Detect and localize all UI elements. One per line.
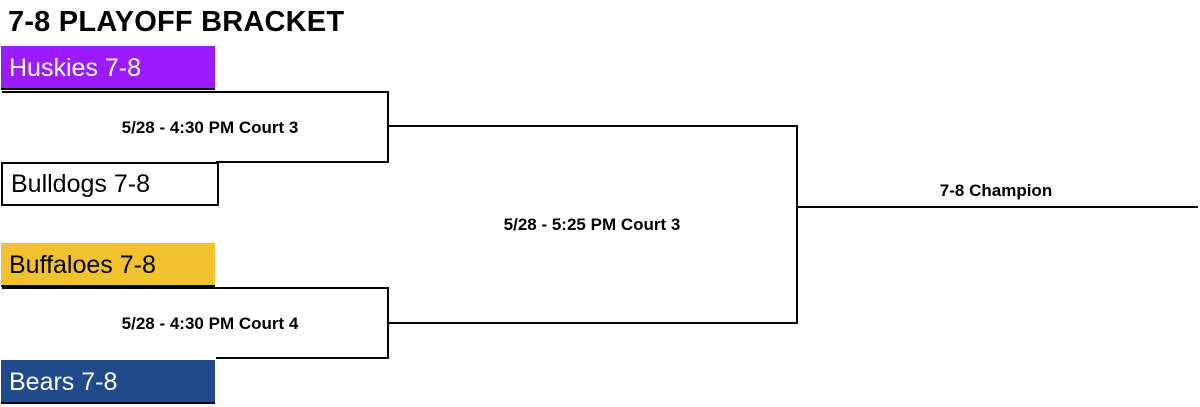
bracket-title: 7-8 PLAYOFF BRACKET	[8, 6, 345, 38]
final-connector	[388, 125, 798, 324]
team-slot-huskies: Huskies 7-8	[1, 46, 215, 90]
team-name: Huskies 7-8	[9, 54, 141, 82]
semifinal-1-label: 5/28 - 4:30 PM Court 3	[121, 118, 299, 137]
team-slot-buffaloes: Buffaloes 7-8	[1, 243, 215, 287]
team-name: Bulldogs 7-8	[11, 170, 150, 198]
team-slot-bears: Bears 7-8	[1, 360, 215, 404]
semifinal-2-label: 5/28 - 4:30 PM Court 4	[121, 314, 299, 333]
final-label: 5/28 - 5:25 PM Court 3	[503, 215, 681, 234]
team-name: Bears 7-8	[9, 368, 118, 396]
team-slot-bulldogs: Bulldogs 7-8	[1, 162, 219, 206]
team-name: Buffaloes 7-8	[9, 251, 156, 279]
champion-label: 7-8 Champion	[939, 181, 1053, 200]
